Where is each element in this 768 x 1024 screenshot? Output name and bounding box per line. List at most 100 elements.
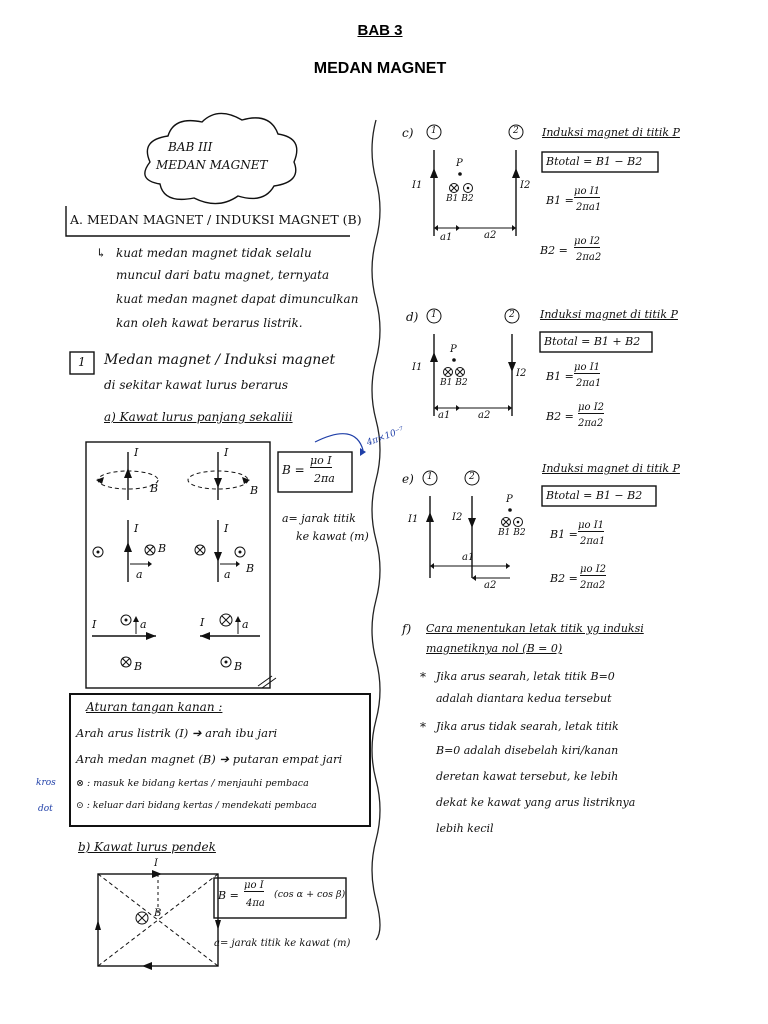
diagram-label-I: I (92, 618, 97, 631)
wire-number: 2 (469, 472, 475, 482)
point-P: P (506, 494, 513, 505)
formula-long-den: 2πa (314, 472, 335, 485)
diagram-label-B: B (250, 484, 259, 497)
diagram-label-B: B (246, 562, 255, 575)
d-b1-num: μo I1 (574, 362, 601, 374)
diagram-label-I: I (154, 858, 158, 869)
label-I1: I1 (412, 362, 423, 373)
point-P: P (450, 344, 457, 355)
label-I2: I2 (520, 180, 531, 191)
d-b1: B1 = (546, 370, 574, 383)
label-a1: a1 (438, 410, 451, 421)
e-label: e) (402, 472, 414, 486)
diagram-label-B: B (134, 660, 143, 673)
f-rule2-line: B=0 adalah disebelah kiri/kanan (436, 744, 619, 757)
c-b1: B1 = (546, 194, 574, 207)
diagram-label-a: a (224, 568, 231, 581)
diagram-label-B: B (158, 542, 167, 555)
label-I1: I1 (412, 180, 423, 191)
diagram-label-a: a (242, 618, 249, 631)
label-a1: a1 (440, 232, 453, 243)
f-rule2-line: Jika arus tidak searah, letak titik (436, 720, 619, 733)
sub1-icon (69, 351, 95, 375)
note-short: a= jarak titik ke kawat (m) (214, 938, 351, 949)
c-title: Induksi magnet di titik P (542, 126, 680, 139)
wire-number: 1 (427, 472, 433, 482)
e-total: Btotal = B1 − B2 (546, 489, 643, 502)
label-B1B2: B1 B2 (498, 528, 526, 538)
rule-line: Arah arus listrik (I) ➔ arah ibu jari (76, 726, 278, 740)
para-line: kuat medan magnet tidak selalu (116, 246, 312, 260)
formula-short-num: μo I (244, 880, 264, 892)
wire-number: 2 (513, 126, 519, 136)
diagram-label-I: I (224, 522, 229, 535)
rule-title: Aturan tangan kanan : (86, 700, 223, 714)
label-B1B2: B1 B2 (446, 194, 474, 204)
sub1-line2: di sekitar kawat lurus berarus (104, 378, 289, 392)
diagram-label-B: B (150, 482, 159, 495)
notebook-page: BAB 3 MEDAN MAGNET (36, 22, 732, 1002)
label-I2: I2 (452, 512, 463, 523)
rule-box (69, 693, 371, 827)
diagram-label-a: a (140, 618, 147, 631)
d-b2-num: μo I2 (578, 402, 605, 414)
diagram-label-B: B (154, 908, 162, 919)
c-b2-num: μo I2 (574, 236, 601, 248)
f-rule1-line: Jika arus searah, letak titik B=0 (436, 670, 615, 683)
diagram-label-B: B (234, 660, 243, 673)
label-a1: a1 (462, 552, 475, 563)
wire-number: 1 (431, 310, 437, 320)
diagram-label-I: I (134, 446, 139, 459)
e-b1-den: 2πa1 (580, 536, 606, 547)
asterisk-icon: * (420, 720, 426, 734)
c-total: Btotal = B1 − B2 (546, 155, 643, 168)
label-I2: I2 (516, 368, 527, 379)
c-b2-den: 2πa2 (576, 252, 602, 263)
section-a-frame (65, 206, 350, 237)
f-rule2-line: dekat ke kawat yang arus listriknya (436, 796, 636, 809)
wire-number: 1 (431, 126, 437, 136)
d-label: d) (406, 310, 419, 324)
e-b2: B2 = (550, 572, 578, 585)
label-B1B2: B1 B2 (440, 378, 468, 388)
chapter-heading: BAB 3 (357, 22, 403, 39)
long-wire-diagram (85, 441, 271, 689)
f-rule2-line: deretan kawat tersebut, ke lebih (436, 770, 619, 783)
formula-short-den: 4πa (246, 898, 265, 909)
para-line: kan oleh kawat berarus listrik. (116, 316, 303, 330)
e-total-box (541, 485, 657, 507)
f-title-line: magnetiknya nol (B = 0) (426, 642, 563, 655)
formula-short-tail: (cos α + cos β) (274, 889, 346, 900)
e-b2-den: 2πa2 (580, 580, 606, 591)
cloud-shape (144, 112, 298, 205)
c-b2: B2 = (540, 244, 568, 257)
rule-line: ⊗ : masuk ke bidang kertas / menjauhi pe… (76, 778, 309, 789)
para-line: kuat medan magnet dapat dimunculkan (116, 292, 359, 306)
rule-line: ⊙ : keluar dari bidang kertas / mendekat… (76, 800, 317, 811)
page-drawings (65, 112, 659, 970)
c-b1-num: μo I1 (574, 186, 601, 198)
c-label: c) (402, 126, 414, 140)
label-a2: a2 (484, 230, 497, 241)
f-label: f) (402, 622, 412, 636)
f-title-line: Cara menentukan letak titik yg induksi (426, 622, 644, 635)
arrow-bullet-icon: ↳ (96, 246, 107, 260)
label-a2: a2 (484, 580, 497, 591)
cloud-line2: MEDAN MAGNET (156, 158, 268, 172)
d-b1-den: 2πa1 (576, 378, 602, 389)
label-I1: I1 (408, 514, 419, 525)
f-rule2-line: lebih kecil (436, 822, 494, 835)
diagram-label-I: I (134, 522, 139, 535)
formula-short-box (213, 877, 347, 919)
diagram-label-I: I (224, 446, 229, 459)
note-a-line: ke kawat (m) (296, 530, 369, 543)
formula-long-num: μo I (310, 454, 332, 468)
cloud-line1: BAB III (168, 140, 213, 154)
d-total-box (539, 331, 653, 353)
margin-note-cross: kros (36, 778, 56, 788)
label-a2: a2 (478, 410, 491, 421)
asterisk-icon: * (420, 670, 426, 684)
diagram-label-a: a (136, 568, 143, 581)
sub1-number: 1 (78, 355, 86, 369)
e-title: Induksi magnet di titik P (542, 462, 680, 475)
